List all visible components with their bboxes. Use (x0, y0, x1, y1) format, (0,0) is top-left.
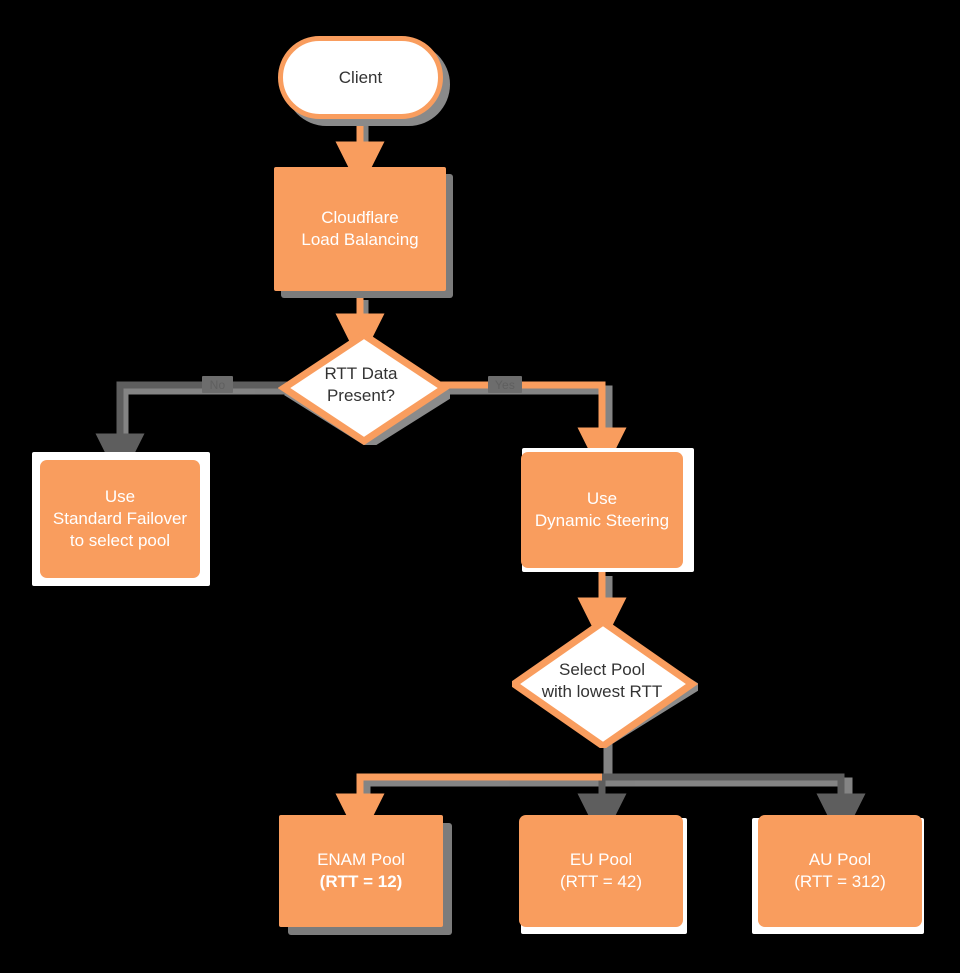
client-node[interactable]: Client (278, 36, 443, 119)
edge-label-no-text: No (209, 377, 226, 392)
select-pool-node[interactable]: Select Pool with lowest RTT (512, 618, 698, 748)
rtt-present-diamond-shape (278, 331, 450, 445)
eu-pool-rtt: (RTT = 42) (559, 872, 643, 891)
enam-pool-rtt: (RTT = 12) (319, 872, 403, 891)
edge-label-yes: Yes (488, 376, 522, 393)
au-pool-rtt: (RTT = 312) (794, 872, 886, 891)
enam-pool-node[interactable]: ENAM Pool (RTT = 12) (279, 815, 443, 927)
dynamic-steering-node-label: Use Dynamic Steering (534, 488, 670, 530)
au-pool-name: AU Pool (808, 849, 872, 869)
au-pool-node[interactable]: AU Pool (RTT = 312) (758, 815, 922, 927)
load-balancing-node[interactable]: Cloudflare Load Balancing (274, 167, 446, 291)
edge-select-to-enam-pool (335, 773, 602, 843)
eu-pool-name: EU Pool (569, 849, 633, 869)
edge-select-to-au-pool (602, 773, 866, 843)
load-balancing-node-label: Cloudflare Load Balancing (301, 207, 419, 249)
rtt-present-node[interactable]: RTT Data Present? (278, 331, 450, 445)
eu-pool-node[interactable]: EU Pool (RTT = 42) (519, 815, 683, 927)
edge-label-no: No (202, 376, 233, 393)
dynamic-steering-node[interactable]: Use Dynamic Steering (521, 452, 683, 568)
standard-failover-node[interactable]: Use Standard Failover to select pool (40, 460, 200, 578)
standard-failover-node-label: Use Standard Failover to select pool (52, 486, 188, 551)
select-pool-diamond-shape (512, 618, 698, 748)
edge-label-yes-text: Yes (494, 377, 516, 392)
client-node-label: Client (338, 67, 383, 87)
enam-pool-name: ENAM Pool (317, 849, 405, 869)
